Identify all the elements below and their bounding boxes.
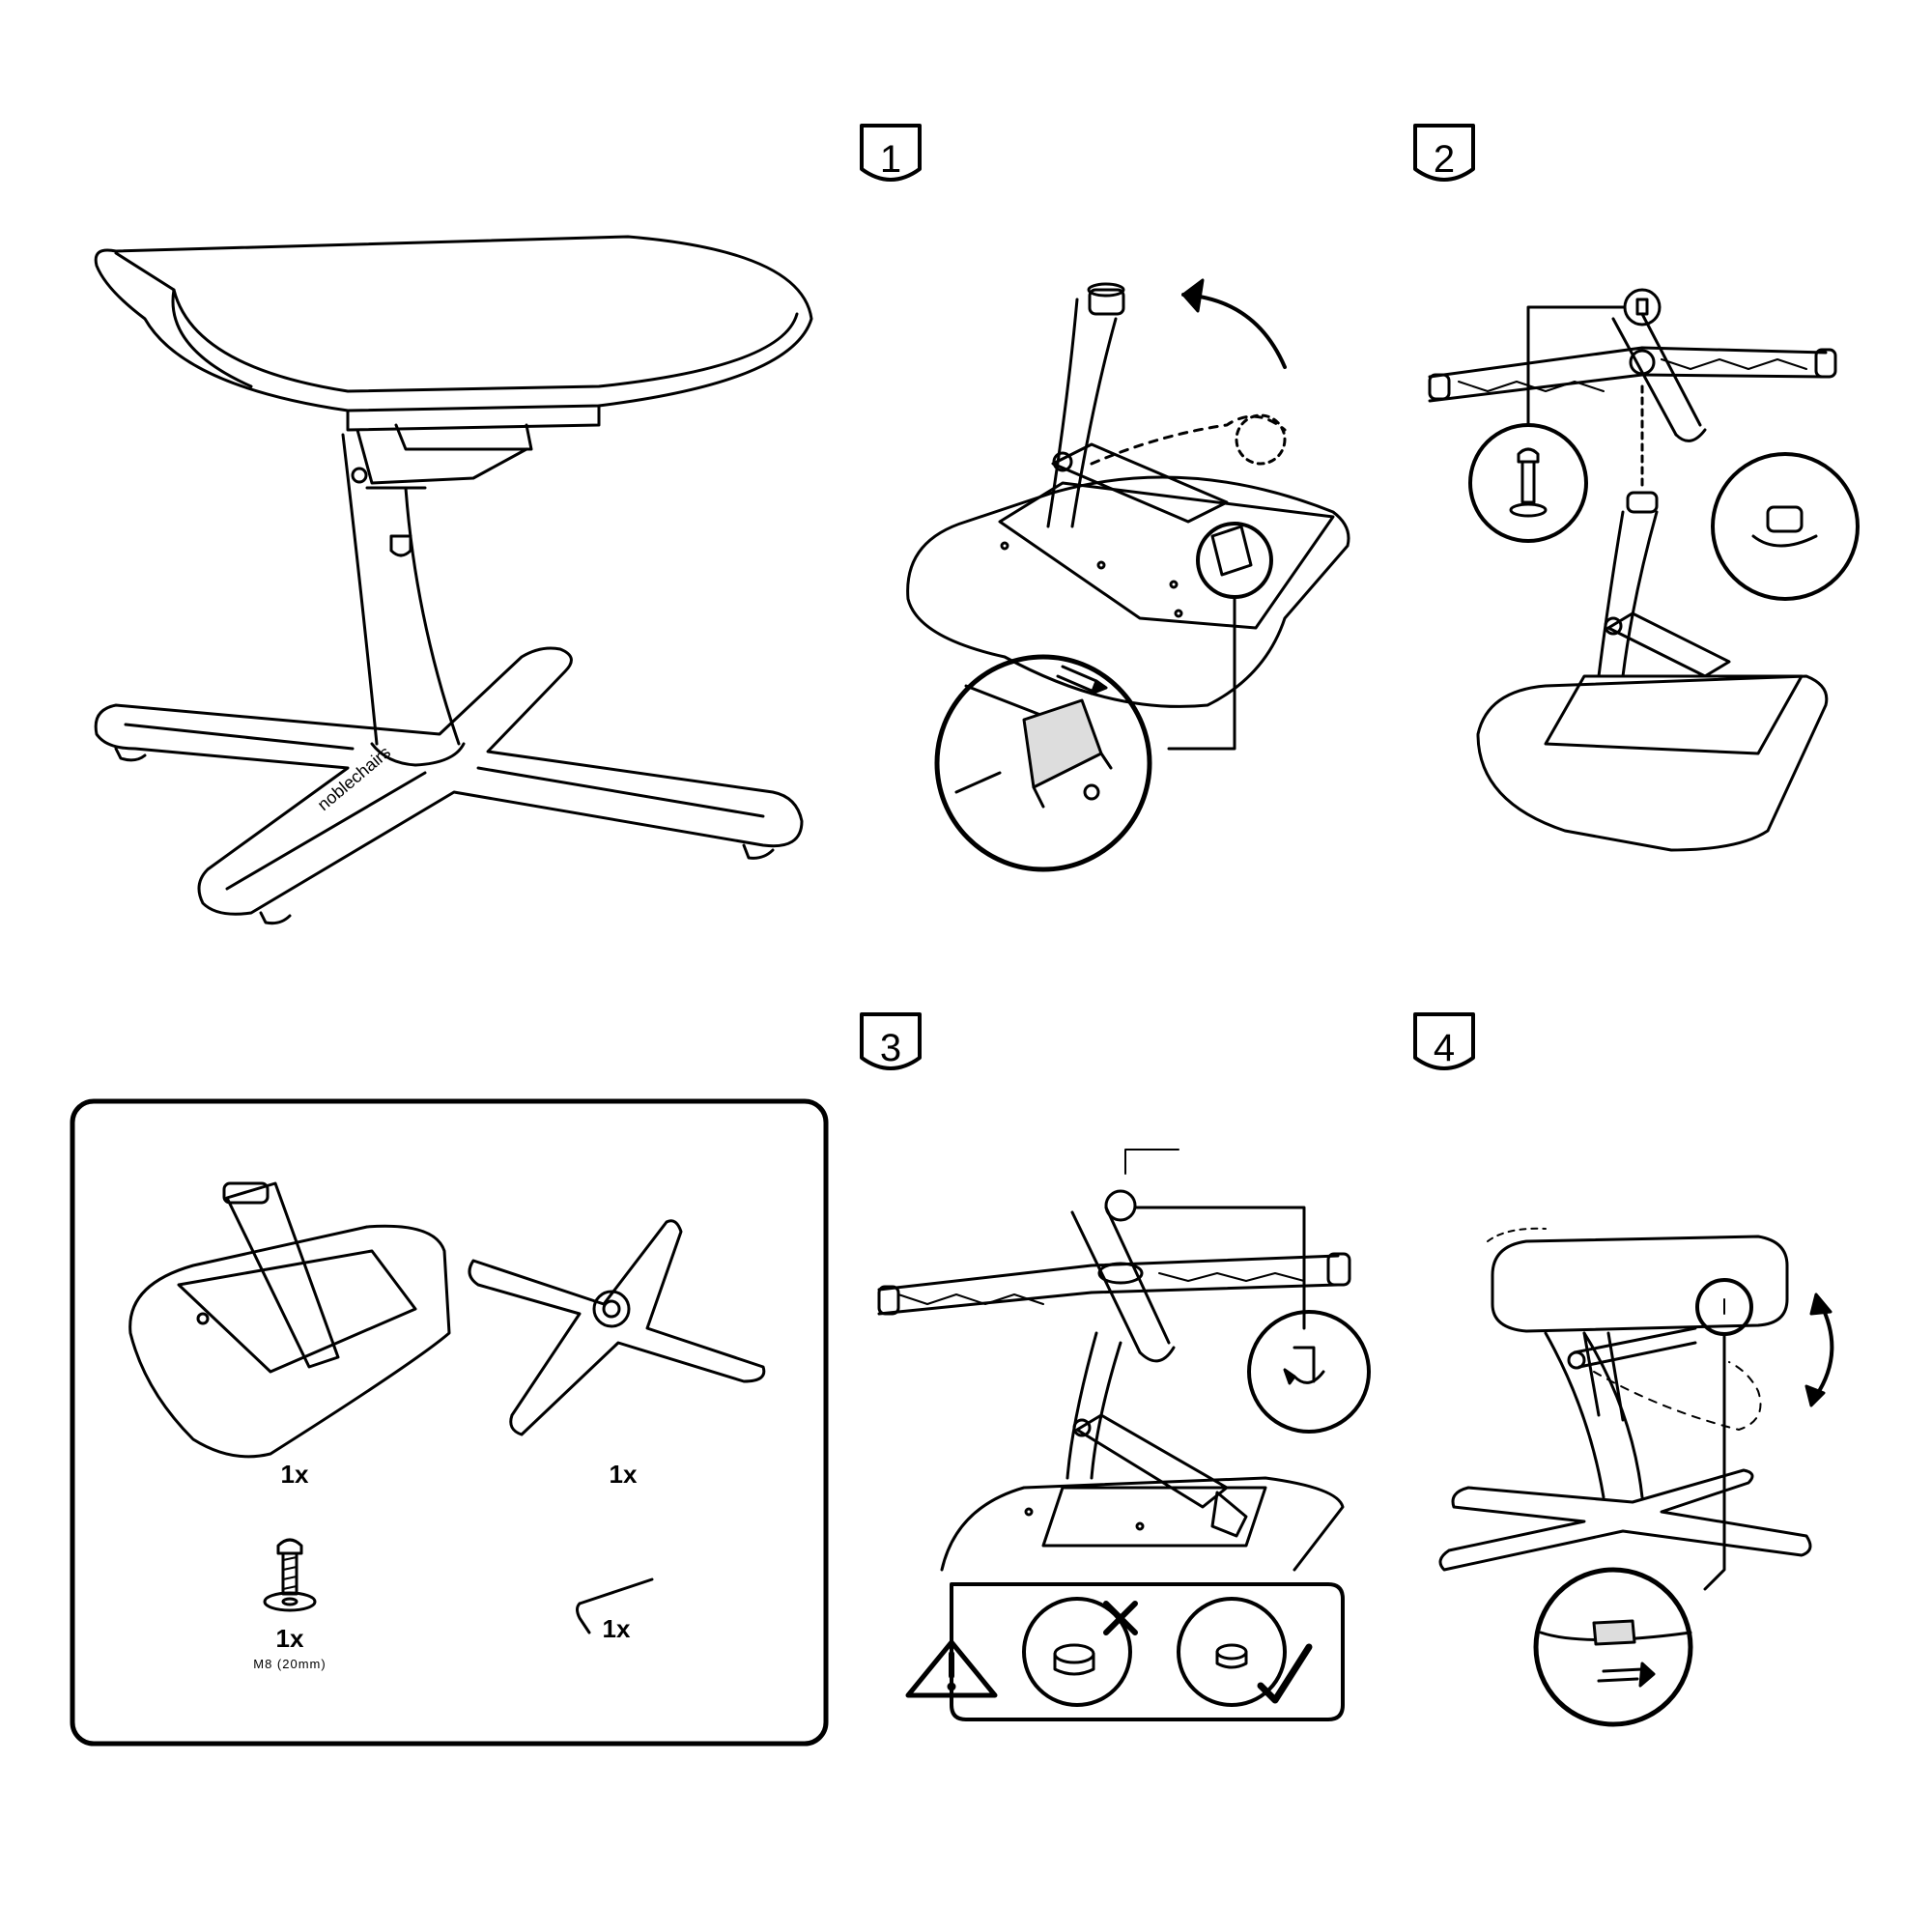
part-qty-allen-key: 1x [603, 1614, 631, 1643]
part-seat-base-illustration [128, 1181, 451, 1459]
svg-text:4: 4 [1434, 1027, 1455, 1069]
part-qty-star-base: 1x [610, 1460, 638, 1489]
part-star-base-illustration [468, 1219, 766, 1436]
svg-text:1: 1 [880, 138, 901, 181]
crown-logo-icon [389, 534, 412, 557]
part-spec-bolt: M8 (20mm) [253, 1657, 326, 1671]
part-bolt-washer-illustration [263, 1538, 317, 1612]
step-badge-3: 3 [860, 1012, 922, 1070]
step-3-illustration [877, 1149, 1371, 1572]
parts-list-box: 1x 1x 1x M8 (20mm) 1x [70, 1098, 829, 1747]
svg-text:2: 2 [1434, 138, 1455, 181]
rotate-arrow-icon [1181, 278, 1205, 313]
correct-check-icon [1257, 1643, 1313, 1704]
assembled-footrest-illustration: noblechairs [94, 235, 813, 925]
part-qty-bolt: 1x [276, 1624, 304, 1653]
wrong-cross-icon [1103, 1601, 1138, 1635]
push-arrow-icon [1597, 1667, 1644, 1683]
step-badge-2: 2 [1413, 124, 1475, 182]
crown-logo-icon [196, 1312, 210, 1325]
brand-logo: noblechairs [314, 743, 394, 814]
warning-panel [905, 1582, 1345, 1721]
svg-text:3: 3 [880, 1027, 901, 1069]
step-badge-1: 1 [860, 124, 922, 182]
step-4-illustration [1438, 1227, 1834, 1727]
step-badge-4: 4 [1413, 1012, 1475, 1070]
part-allen-key-illustration [576, 1577, 654, 1634]
step-2-illustration [1428, 288, 1860, 852]
step-1-illustration [906, 278, 1350, 872]
warning-icon [905, 1639, 998, 1698]
part-qty-seat-base: 1x [281, 1460, 309, 1489]
push-arrow-icon [1056, 665, 1098, 693]
